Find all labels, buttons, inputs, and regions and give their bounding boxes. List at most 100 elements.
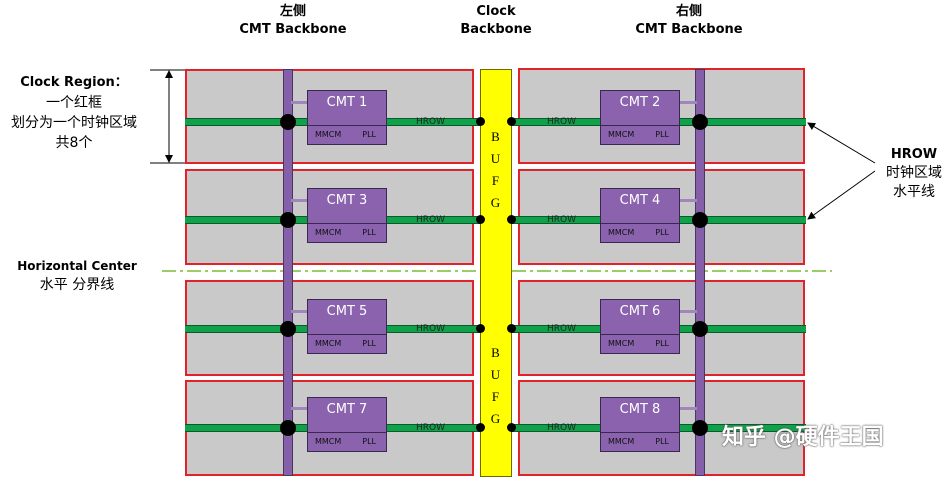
hrow-text-5: HROW xyxy=(416,324,446,334)
hrow-label-line-2: 水平线 xyxy=(893,184,935,200)
right-cmt-backbone xyxy=(695,69,705,476)
horizontal-center-cn: 水平 分界线 xyxy=(39,277,115,293)
cmt-block-1: CMT 1 MMCM PLL xyxy=(307,90,387,145)
mmcm-label: MMCM xyxy=(315,130,342,139)
clock-backbone-label: Clock Backbone xyxy=(450,3,542,39)
pll-label: PLL xyxy=(362,437,376,446)
horizontal-center-label: Horizontal Center 水平 分界线 xyxy=(6,257,148,295)
cmt-sub-blocks: MMCM PLL xyxy=(601,125,679,144)
right-spine-label-en: CMT Backbone xyxy=(635,22,743,37)
cmt-name: CMT 1 xyxy=(326,95,368,110)
mmcm-label: MMCM xyxy=(608,130,635,139)
bufg-junction-3r xyxy=(507,215,516,224)
hrow-text-3: HROW xyxy=(416,215,446,225)
mmcm-label: MMCM xyxy=(315,339,342,348)
bufg-junction-5r xyxy=(507,324,516,333)
mmcm-label: MMCM xyxy=(608,339,635,348)
spine-connector-6 xyxy=(679,310,697,313)
cmt-sub-blocks: MMCM PLL xyxy=(601,432,679,451)
spine-junction-2 xyxy=(692,114,708,130)
cmt-sub-blocks: MMCM PLL xyxy=(308,223,386,242)
bufg-junction-7l xyxy=(476,423,485,432)
pll-label: PLL xyxy=(362,339,376,348)
hrow-text-1: HROW xyxy=(416,117,446,127)
hrow-arrow-upper xyxy=(807,122,876,164)
bufg-junction-3l xyxy=(476,215,485,224)
spine-junction-8 xyxy=(692,420,708,436)
clock-region-title: Clock Region： xyxy=(20,75,128,90)
cmt-name: CMT 7 xyxy=(326,402,368,417)
spine-connector-8 xyxy=(679,407,697,410)
cmt-block-7: CMT 7 MMCM PLL xyxy=(307,397,387,452)
cmt-name: CMT 4 xyxy=(619,193,661,208)
bufg-junction-7r xyxy=(507,423,516,432)
left-spine-label-cn: 左侧 xyxy=(279,4,306,19)
mmcm-label: MMCM xyxy=(608,228,635,237)
mmcm-label: MMCM xyxy=(315,437,342,446)
cmt-sub-blocks: MMCM PLL xyxy=(601,223,679,242)
pll-label: PLL xyxy=(362,130,376,139)
left-cmt-backbone xyxy=(283,69,293,476)
cmt-block-2: CMT 2 MMCM PLL xyxy=(600,90,680,145)
cmt-block-3: CMT 3 MMCM PLL xyxy=(307,188,387,243)
bufg-junction-5l xyxy=(476,324,485,333)
hrow-text-2: HROW xyxy=(547,117,577,127)
hrow-text-7: HROW xyxy=(416,423,446,433)
mmcm-label: MMCM xyxy=(608,437,635,446)
cmt-name: CMT 6 xyxy=(619,304,661,319)
horizontal-center-en: Horizontal Center xyxy=(17,259,137,273)
mmcm-label: MMCM xyxy=(315,228,342,237)
clock-backbone-label-2: Backbone xyxy=(460,22,532,37)
clock-region-line-2: 划分为一个时钟区域 xyxy=(11,115,137,131)
pll-label: PLL xyxy=(655,339,669,348)
hrow-label-line-1: 时钟区域 xyxy=(886,165,942,181)
pll-label: PLL xyxy=(655,228,669,237)
hrow-text-4: HROW xyxy=(547,215,577,225)
cmt-sub-blocks: MMCM PLL xyxy=(308,334,386,353)
left-spine-label-en: CMT Backbone xyxy=(239,22,347,37)
cmt-block-5: CMT 5 MMCM PLL xyxy=(307,299,387,354)
right-spine-label: 右侧 CMT Backbone xyxy=(634,3,744,39)
right-spine-label-cn: 右侧 xyxy=(675,4,702,19)
cmt-block-6: CMT 6 MMCM PLL xyxy=(600,299,680,354)
cmt-block-4: CMT 4 MMCM PLL xyxy=(600,188,680,243)
spine-connector-2 xyxy=(679,101,697,104)
bufg-junction-1r xyxy=(507,117,516,126)
spine-junction-1 xyxy=(280,114,296,130)
cmt-sub-blocks: MMCM PLL xyxy=(601,334,679,353)
spine-junction-3 xyxy=(280,212,296,228)
hrow-label: HROW 时钟区域 水平线 xyxy=(878,145,950,202)
hrow-label-title: HROW xyxy=(890,147,938,162)
pll-label: PLL xyxy=(362,228,376,237)
hrow-arrow-lower xyxy=(807,170,876,220)
pll-label: PLL xyxy=(655,437,669,446)
cmt-name: CMT 8 xyxy=(619,402,661,417)
spine-junction-6 xyxy=(692,321,708,337)
clock-region-line-1: 一个红框 xyxy=(46,95,102,111)
spine-connector-4 xyxy=(679,199,697,202)
clock-region-line-3: 共8个 xyxy=(55,135,93,151)
spine-junction-7 xyxy=(280,420,296,436)
bufg-junction-1l xyxy=(476,117,485,126)
spine-junction-5 xyxy=(280,321,296,337)
cmt-name: CMT 2 xyxy=(619,95,661,110)
spine-connector-7 xyxy=(291,407,309,410)
cmt-sub-blocks: MMCM PLL xyxy=(308,432,386,451)
cmt-name: CMT 5 xyxy=(326,304,368,319)
spine-junction-4 xyxy=(692,212,708,228)
cmt-block-8: CMT 8 MMCM PLL xyxy=(600,397,680,452)
watermark: 知乎 @硬件王国 xyxy=(722,425,884,450)
hrow-text-8: HROW xyxy=(547,423,577,433)
pll-label: PLL xyxy=(655,130,669,139)
spine-connector-5 xyxy=(291,310,309,313)
cmt-name: CMT 3 xyxy=(326,193,368,208)
cmt-sub-blocks: MMCM PLL xyxy=(308,125,386,144)
clock-region-label: Clock Region： 一个红框 划分为一个时钟区域 共8个 xyxy=(0,73,148,153)
spine-connector-3 xyxy=(291,199,309,202)
left-spine-label: 左侧 CMT Backbone xyxy=(238,3,348,39)
spine-connector-1 xyxy=(291,101,309,104)
